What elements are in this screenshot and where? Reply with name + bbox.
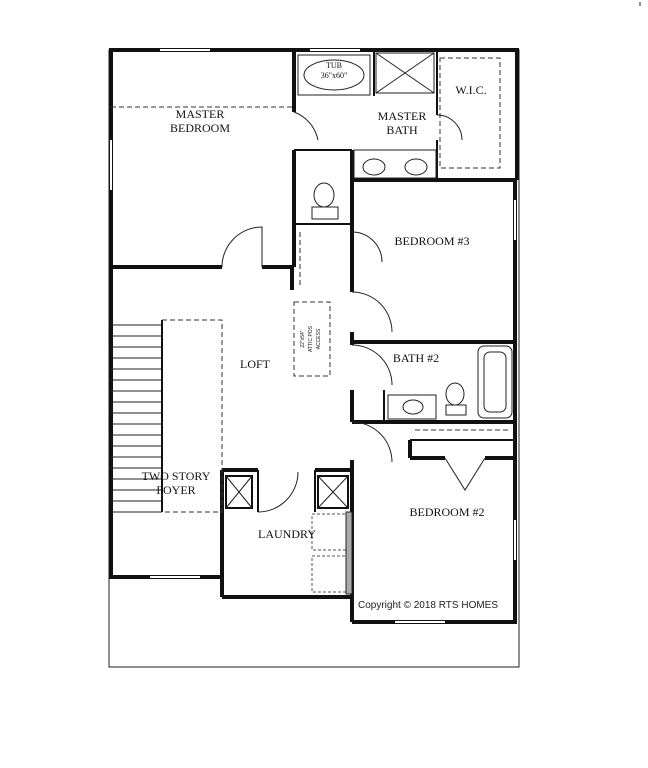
attic-label-3: ACCESS [316, 328, 322, 349]
tub-label-2: 36"x60" [321, 71, 348, 80]
plan-frame [108, 49, 520, 668]
chase-left [225, 475, 253, 509]
master-bath-label-1: MASTER [378, 109, 427, 123]
room-labels: MASTER BEDROOM MASTER BATH W.I.C. BEDROO… [142, 61, 499, 611]
tub [297, 54, 371, 96]
washer [311, 513, 347, 551]
foyer-label-2: FOYER [156, 483, 195, 497]
bedroom3-label: BEDROOM #3 [394, 234, 469, 248]
master-bedroom-label-1: MASTER [176, 107, 225, 121]
tub-bath2 [477, 345, 513, 419]
staircase [111, 320, 163, 513]
shower [375, 52, 435, 94]
windows [110, 49, 516, 623]
tub-label-1: TUB [326, 61, 342, 70]
bedroom2-label: BEDROOM #2 [409, 505, 484, 519]
wic-label: W.I.C. [455, 83, 486, 97]
attic-label-2: ATTIC POS [308, 325, 314, 352]
toilet-bath2 [445, 382, 465, 406]
vanity [353, 149, 437, 179]
laundry-label: LAUNDRY [258, 527, 316, 541]
fixtures [225, 52, 513, 595]
bath2-label: BATH #2 [393, 351, 439, 365]
copyright-text: Copyright © 2018 RTS HOMES [358, 600, 498, 611]
toilet-master [313, 182, 335, 208]
chase-right [317, 475, 349, 509]
interior-walls [111, 50, 517, 597]
attic-label-1: 22"x54" [300, 330, 306, 347]
master-bedroom-label-2: BEDROOM [170, 121, 230, 135]
dryer [311, 555, 347, 593]
vanity-bath2 [387, 394, 437, 420]
foyer-label-1: TWO STORY [142, 469, 211, 483]
master-bath-label-2: BATH [386, 123, 418, 137]
loft-label: LOFT [240, 357, 271, 371]
door-swings [221, 111, 486, 513]
